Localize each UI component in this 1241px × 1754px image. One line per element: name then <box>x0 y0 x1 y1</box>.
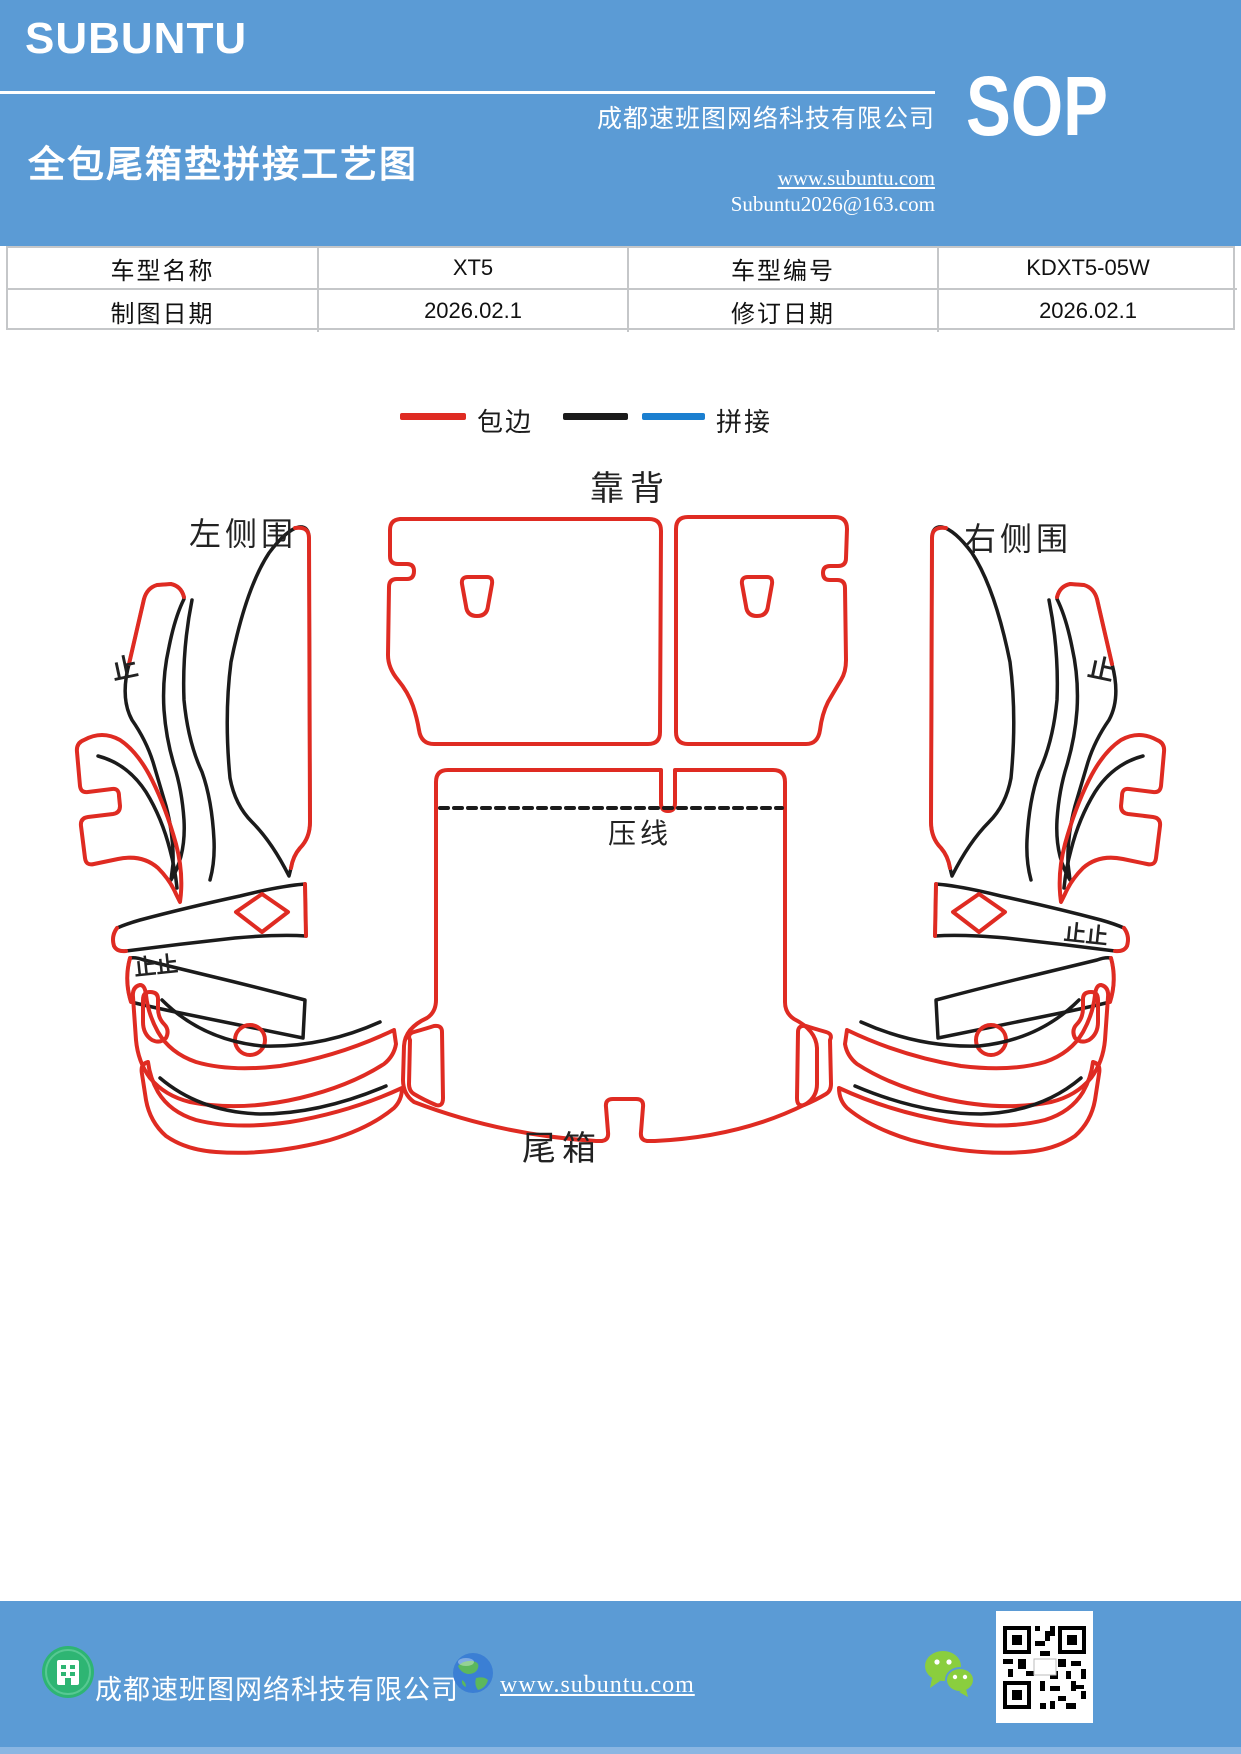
splice-blue-line-sample <box>642 413 705 420</box>
side-piece-stepped-hook <box>74 733 184 904</box>
pattern-diagram: 靠背 左侧围 右侧围 压线 尾箱 止 止 止止 止止 <box>74 470 1167 1168</box>
company-name: 成都速班图网络科技有限公司 <box>596 106 935 133</box>
u-notch <box>141 990 170 1044</box>
stop-mark-double-right: 止止 <box>1063 920 1109 949</box>
stop-mark-left: 止 <box>109 651 141 686</box>
globe-icon <box>453 1653 493 1693</box>
building-icon <box>42 1646 94 1698</box>
website-link[interactable]: www.subuntu.com <box>777 166 935 190</box>
trunk-label: 尾箱 <box>522 1130 602 1168</box>
diamond-hole <box>234 892 290 934</box>
backrest-left-piece <box>386 517 663 746</box>
model-code-value: KDXT5-05W <box>939 248 1237 290</box>
edge-wrap-line-sample <box>400 413 466 420</box>
model-name-value: XT5 <box>319 248 629 290</box>
side-piece-blade-b <box>225 525 312 878</box>
side-splice-curve-3 <box>160 998 382 1048</box>
wheel-arch-left <box>407 1023 445 1108</box>
side-splice-curve-1 <box>181 598 216 882</box>
side-piece-mid-band <box>111 882 308 953</box>
left-side-label: 左侧围 <box>189 516 297 552</box>
backrest-right-piece <box>674 515 849 746</box>
draw-date-value: 2026.02.1 <box>319 290 629 332</box>
side-piece-mid-band-edge-l <box>111 926 128 954</box>
model-code-label: 车型编号 <box>629 248 939 290</box>
edge-wrap-label: 包边 <box>477 408 534 437</box>
right-side-label: 右侧围 <box>964 521 1072 557</box>
backrest-label: 靠背 <box>590 470 670 508</box>
legend: 包边 拼接 <box>0 400 1241 437</box>
revision-date-label: 修订日期 <box>629 290 939 332</box>
sop-badge: SOP <box>966 59 1108 153</box>
stop-mark-right: 止 <box>1085 652 1117 687</box>
email-address: Subuntu2026@163.com <box>730 192 935 216</box>
revision-date-value: 2026.02.1 <box>1039 298 1137 323</box>
footer-company-name: 成都速班图网络科技有限公司 <box>95 1675 459 1705</box>
splice-black-line-sample <box>563 413 628 420</box>
side-piece-blade-a-edge <box>127 582 186 666</box>
stop-mark-double-left: 止止 <box>133 951 179 980</box>
side-piece-blade-a <box>123 582 186 882</box>
headrest-hole <box>459 575 495 618</box>
draw-date-label: 制图日期 <box>8 290 319 332</box>
headrest-hole-right <box>739 575 775 618</box>
side-splice-curve-4 <box>158 1076 388 1116</box>
side-piece-blade-b-edge <box>289 525 312 870</box>
side-splice-curve-2 <box>96 754 179 890</box>
trunk-mat-outline <box>401 768 819 1143</box>
model-name-label: 车型名称 <box>8 248 319 290</box>
page-title: 全包尾箱垫拼接工艺图 <box>28 145 418 186</box>
side-piece-low-band-edge <box>125 956 133 1004</box>
circle-hole <box>233 1023 267 1057</box>
qr-code <box>996 1611 1093 1723</box>
header-divider <box>0 91 935 94</box>
wechat-icon <box>925 1651 975 1697</box>
vehicle-info-table: 车型名称 XT5 车型编号 KDXT5-05W 制图日期 2026.02.1 修… <box>6 246 1237 332</box>
header: SUBUNTU 全包尾箱垫拼接工艺图 成都速班图网络科技有限公司 www.sub… <box>0 0 1241 246</box>
press-line-label: 压线 <box>608 818 672 849</box>
right-side-cluster-mirror <box>837 524 1167 1155</box>
side-piece-mid-band-edge-r <box>303 882 308 938</box>
side-piece-bottom-strip <box>139 1060 404 1155</box>
splice-label: 拼接 <box>716 408 773 437</box>
footer-website-link[interactable]: www.subuntu.com <box>500 1672 695 1698</box>
footer-bottom-strip <box>0 1747 1241 1754</box>
brand-logo: SUBUNTU <box>25 14 248 63</box>
wheel-arch-right <box>795 1023 833 1108</box>
